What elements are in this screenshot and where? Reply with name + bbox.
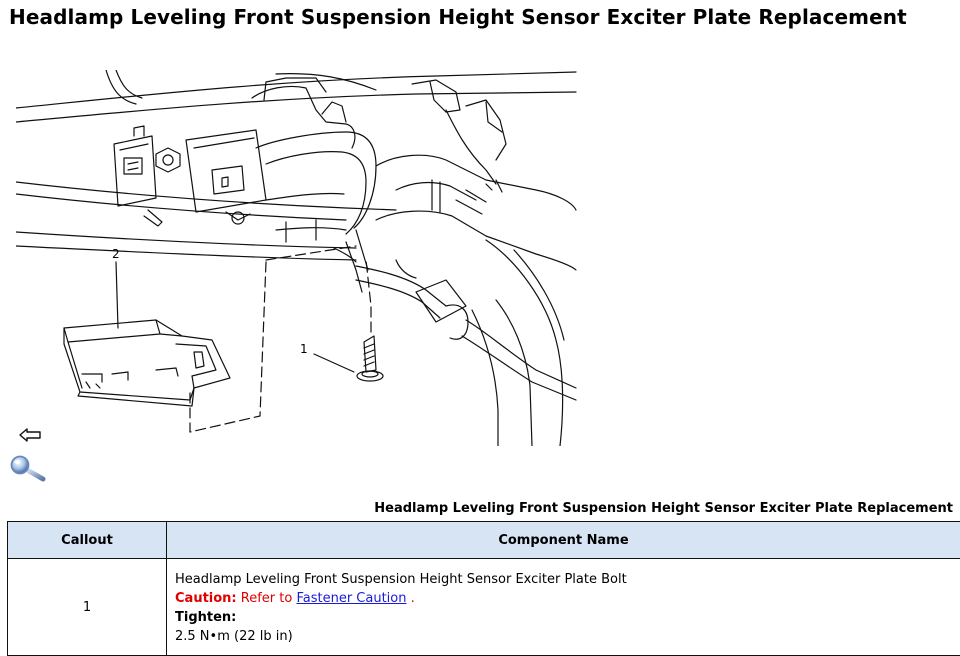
callout-label-1: 1 bbox=[300, 342, 308, 356]
column-header-component-name: Component Name bbox=[167, 522, 960, 559]
caution-end: . bbox=[411, 591, 415, 606]
exciter-plate-illustration: 1 2 bbox=[16, 70, 578, 446]
magnifier-icon[interactable] bbox=[9, 455, 47, 483]
table-header-row: Callout Component Name bbox=[8, 522, 960, 559]
callout-label-2: 2 bbox=[112, 247, 120, 261]
torque-spec: 2.5 N•m (22 lb in) bbox=[175, 627, 960, 646]
table-row: 1 Headlamp Leveling Front Suspension Hei… bbox=[8, 559, 960, 656]
caution-text: Refer to bbox=[241, 591, 293, 606]
tighten-label: Tighten: bbox=[175, 608, 960, 627]
left-arrow-icon[interactable] bbox=[18, 427, 42, 443]
caution-line: Caution: Refer to Fastener Caution . bbox=[175, 589, 960, 608]
column-header-callout: Callout bbox=[8, 522, 167, 559]
table-caption: Headlamp Leveling Front Suspension Heigh… bbox=[374, 501, 953, 516]
callout-table: Callout Component Name 1 Headlamp Leveli… bbox=[7, 521, 960, 656]
fastener-caution-link[interactable]: Fastener Caution bbox=[296, 591, 406, 606]
page-title: Headlamp Leveling Front Suspension Heigh… bbox=[9, 5, 907, 29]
component-name: Headlamp Leveling Front Suspension Heigh… bbox=[175, 570, 960, 589]
callout-number: 1 bbox=[8, 559, 167, 656]
component-cell: Headlamp Leveling Front Suspension Heigh… bbox=[167, 559, 960, 656]
caution-label: Caution: bbox=[175, 591, 237, 606]
